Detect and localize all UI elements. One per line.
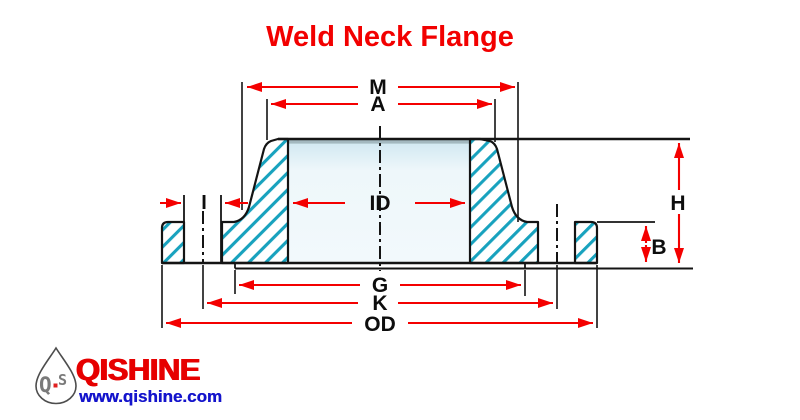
right-hub-section (468, 137, 540, 265)
dim-label-h: H (670, 192, 685, 215)
center-lines (202, 126, 558, 271)
dimension-arrows (160, 82, 684, 328)
dim-label-id: ID (370, 192, 391, 215)
diagram-title: Weld Neck Flange (266, 21, 514, 53)
dim-label-k: K (372, 292, 387, 315)
extension-lines (161, 82, 598, 328)
drawing-outline-lines (162, 137, 693, 270)
dim-label-i: I (201, 192, 207, 214)
dim-label-m: M (369, 76, 387, 99)
dim-label-g: G (372, 274, 388, 297)
dim-label-b: B (651, 236, 666, 259)
dim-label-a: A (370, 93, 385, 116)
flange-cross-section (160, 137, 599, 265)
dim-label-od: OD (364, 313, 396, 336)
left-rim-section (160, 220, 186, 265)
dimension-labels: M A ID I G K OD H B (201, 76, 685, 336)
right-rim-section (573, 220, 599, 265)
left-hub-section (220, 137, 290, 265)
